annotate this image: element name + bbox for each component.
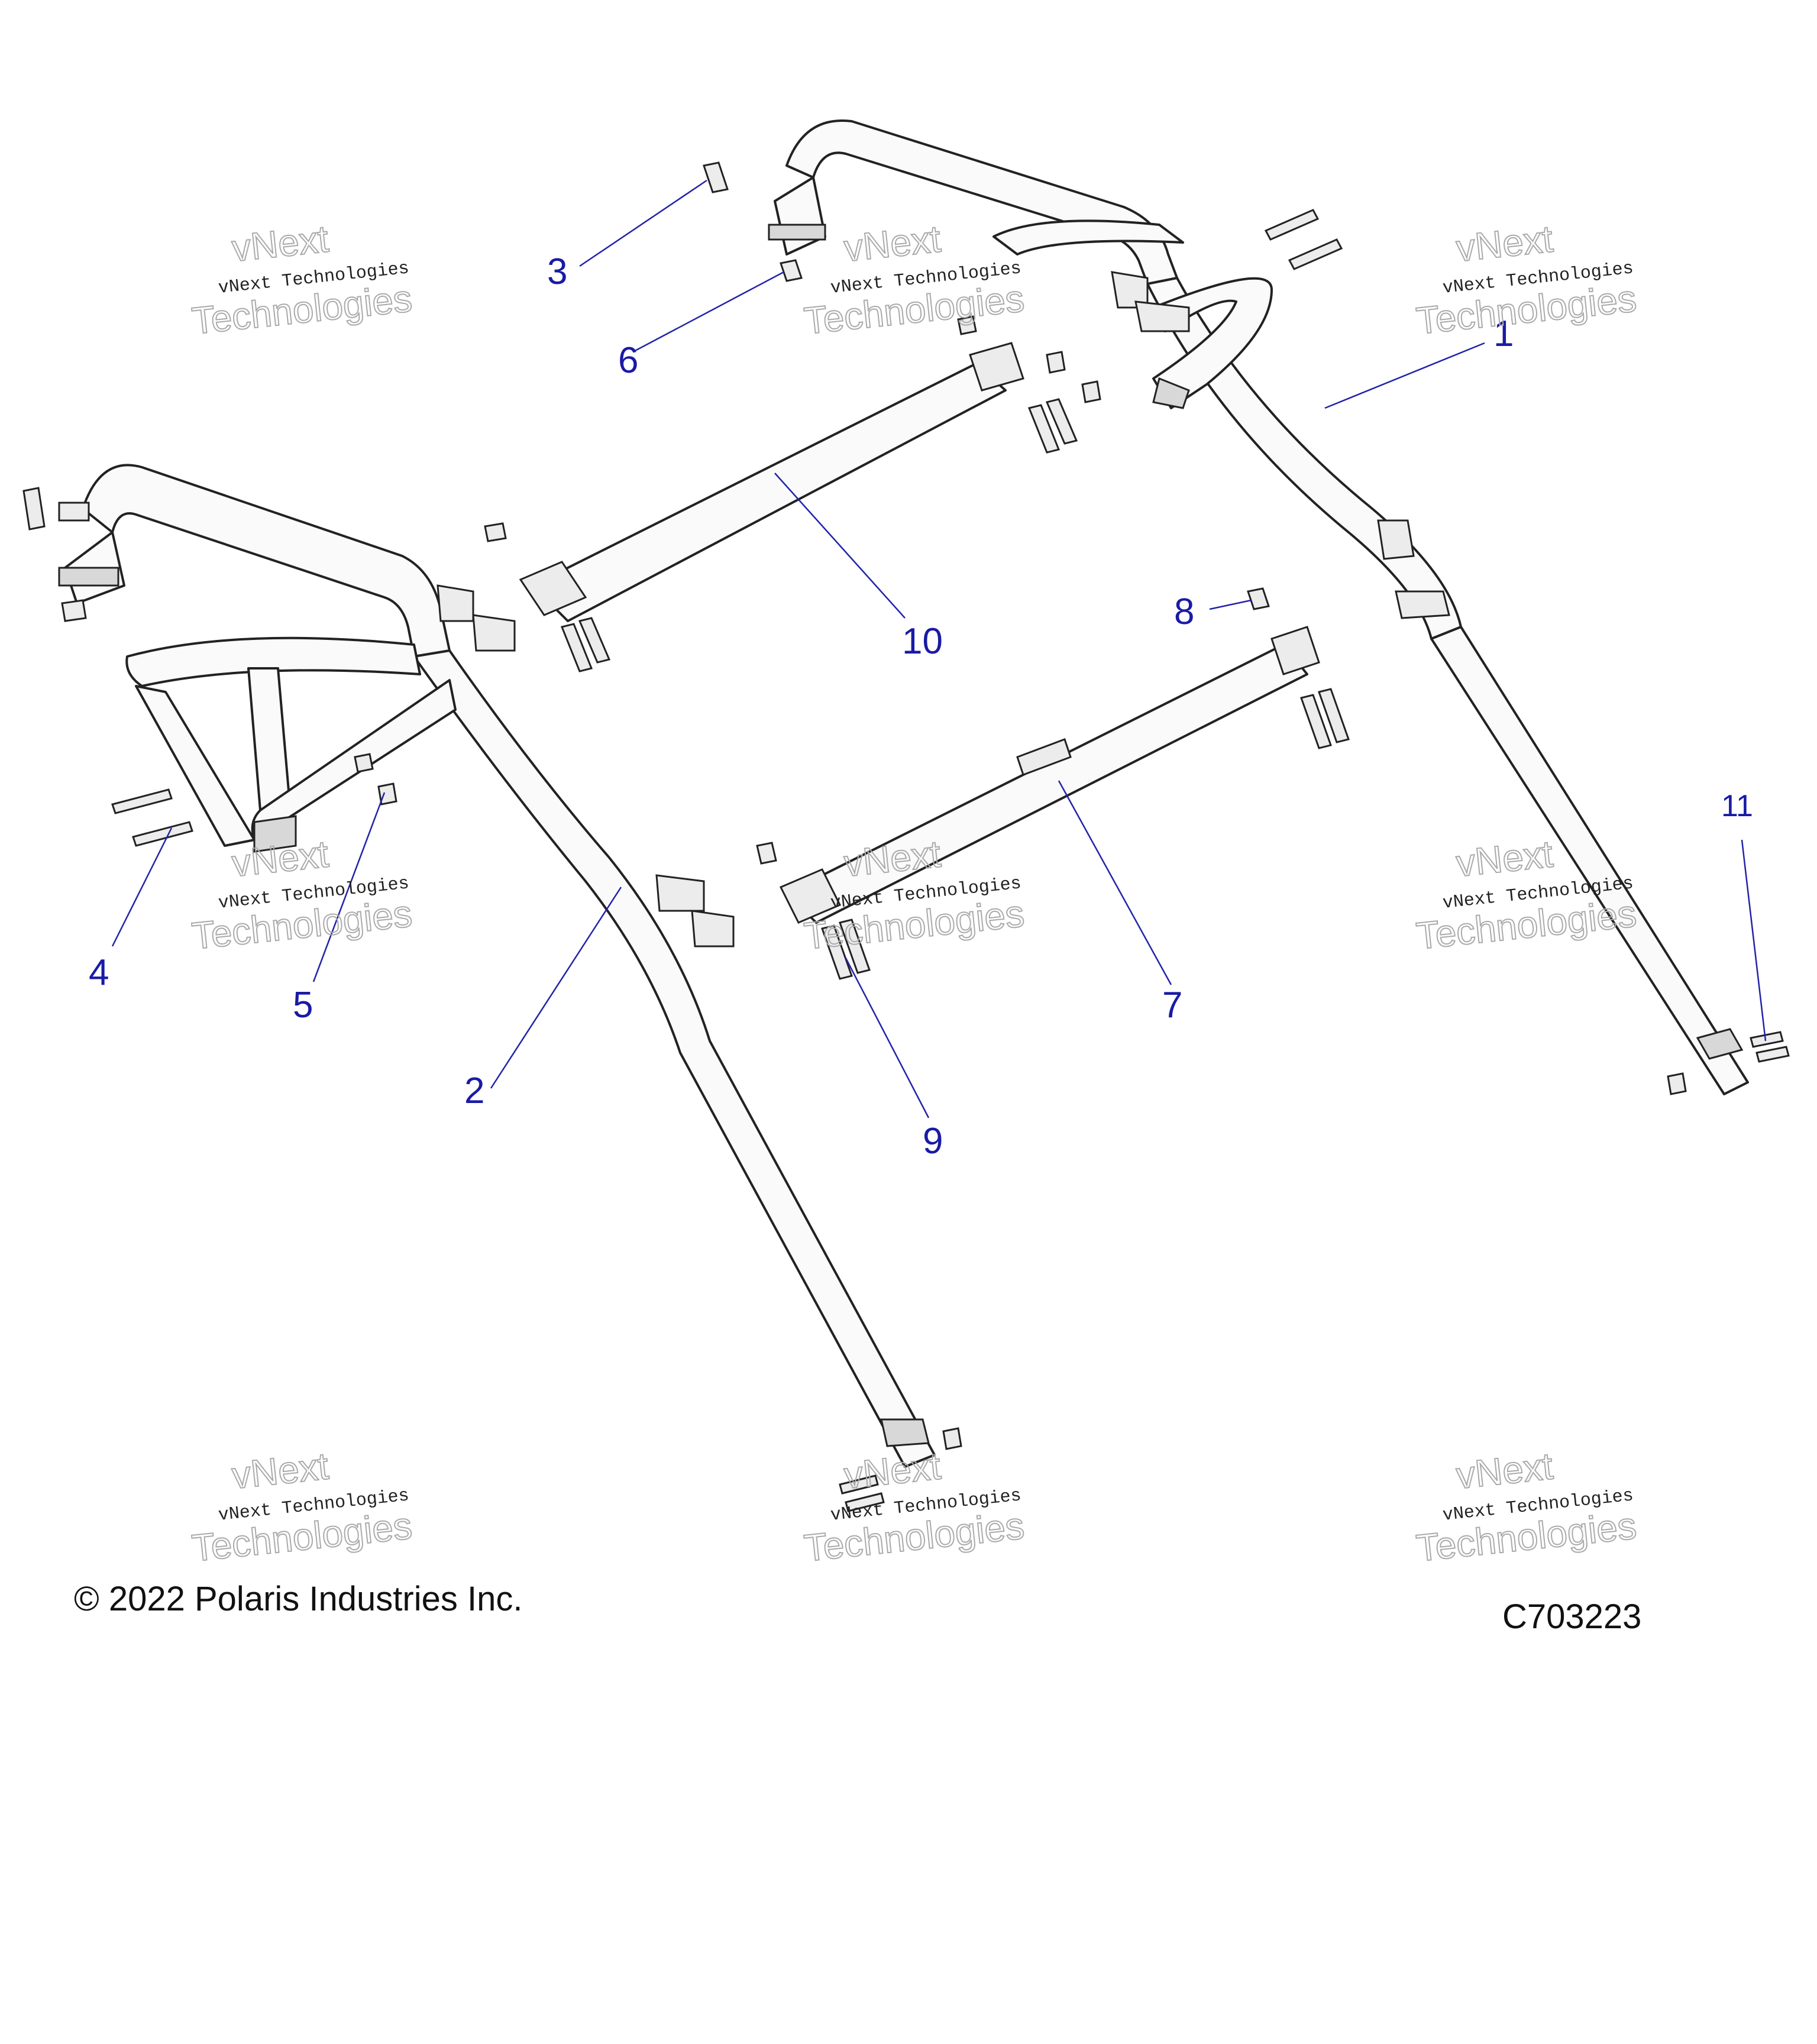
- svg-text:vNext: vNext: [842, 832, 943, 885]
- watermark: vNext vNext Technologies Technologies: [1414, 832, 1639, 958]
- part-10-upper-cross-tube: [519, 342, 1024, 622]
- callout-8: 8: [1174, 591, 1194, 632]
- part-2-front-cage-hoop: [58, 464, 936, 1468]
- svg-text:vNext: vNext: [230, 217, 331, 270]
- part-7-lower-cross-tube: [779, 626, 1320, 924]
- callout-1: 1: [1493, 313, 1514, 354]
- callout-5: 5: [293, 985, 313, 1026]
- callout-7: 7: [1162, 985, 1182, 1026]
- callout-4: 4: [89, 952, 109, 993]
- drawing-number: C703223: [1502, 1597, 1642, 1636]
- svg-text:vNext: vNext: [842, 217, 943, 270]
- watermark: vNext vNext Technologies Technologies: [1414, 1444, 1639, 1570]
- callout-labels: 1 2 3 4 5 6 7 8 9 10 11: [89, 251, 1753, 1162]
- svg-text:vNext: vNext: [1454, 1444, 1555, 1497]
- callout-3: 3: [547, 251, 567, 292]
- part-1-rear-cage-hoop: [768, 119, 1749, 1095]
- watermark: vNext vNext Technologies Technologies: [189, 216, 415, 342]
- callout-10: 10: [902, 621, 943, 662]
- watermark: vNext vNext Technologies Technologies: [801, 1444, 1027, 1570]
- callout-11: 11: [1721, 789, 1753, 823]
- watermark: vNext vNext Technologies Technologies: [801, 216, 1027, 342]
- watermark: vNext vNext Technologies Technologies: [1414, 216, 1639, 342]
- hardware-group: [22, 161, 1790, 1512]
- copyright-text: © 2022 Polaris Industries Inc.: [74, 1580, 523, 1618]
- svg-text:vNext: vNext: [230, 1444, 331, 1497]
- watermark: vNext vNext Technologies Technologies: [189, 1444, 415, 1570]
- svg-text:vNext: vNext: [842, 1444, 943, 1497]
- svg-text:vNext: vNext: [1454, 217, 1555, 270]
- callout-9: 9: [923, 1121, 943, 1162]
- callout-2: 2: [464, 1070, 484, 1111]
- svg-text:vNext: vNext: [1454, 832, 1555, 885]
- callout-6: 6: [618, 340, 638, 381]
- watermark: vNext vNext Technologies Technologies: [189, 832, 415, 958]
- leader-lines: [111, 179, 1767, 1118]
